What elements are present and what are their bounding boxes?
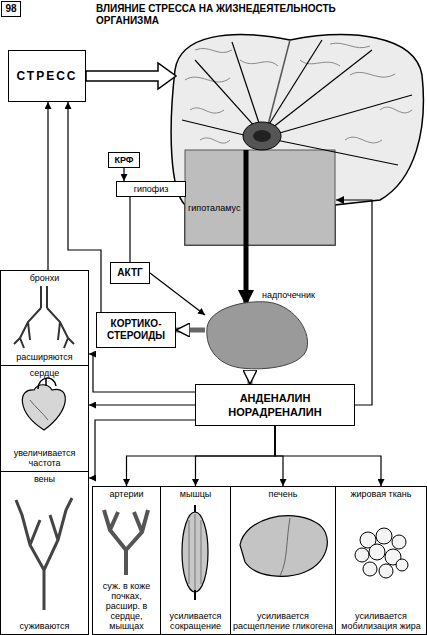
organ-name: артерии: [110, 489, 144, 499]
part-label: гипоталамус: [188, 203, 258, 213]
stress-arrow: [86, 63, 176, 89]
feedback-line: [336, 200, 372, 405]
organ-name: мышцы: [180, 489, 212, 499]
hormone-label: КОРТИКО- СТЕРОИДЫ: [97, 318, 175, 342]
hormone-label: АКТГ: [117, 267, 142, 279]
effect-text: суживаются: [20, 621, 70, 631]
liver-drawing: [240, 516, 327, 577]
connector: [248, 372, 253, 384]
connector: [89, 354, 195, 392]
diagram-title: ВЛИЯНИЕ СТРЕССА НА ЖИЗНЕДЕЯТЕЛЬНОСТЬ ОРГ…: [96, 3, 336, 27]
figure-number: 98: [1, 1, 21, 17]
organ-name: бронхи: [30, 273, 60, 283]
effect-text: усиливается мобилизация жира: [338, 611, 424, 631]
connector: [275, 426, 283, 486]
organ-name: вены: [34, 474, 55, 484]
muscle-drawing: [182, 505, 208, 600]
connector: [150, 273, 205, 315]
connector: [89, 404, 195, 405]
gland-outline: [207, 302, 308, 369]
connector: [129, 197, 130, 262]
adrenal-gland: надпочечник: [205, 290, 315, 372]
connector: [196, 426, 276, 486]
connector: [176, 328, 205, 333]
brain-drawing: [171, 35, 423, 306]
effect-text: усиливается сокращение: [163, 611, 228, 631]
fat-drawing: [355, 528, 408, 578]
connector: [123, 168, 124, 181]
organ-name: надпочечник: [262, 290, 315, 300]
heart-drawing: [22, 378, 65, 430]
effect-text: суж. в коже почках, расшир. в сердце, мы…: [95, 581, 158, 631]
arteries-drawing: [104, 510, 148, 575]
organ-name: печень: [269, 489, 298, 499]
organ-box: жировая ткань усиливается мобилизация жир…: [335, 486, 427, 635]
stress-label: СТРЕСС: [16, 69, 77, 83]
organ-box: сердце увеличивается частота: [0, 365, 89, 472]
connector: [275, 426, 381, 486]
hormone-box: АНДЕНАЛИН НОРАДРЕНАЛИН: [195, 384, 355, 426]
connector: [68, 102, 101, 312]
effect-text: увеличивается частота: [3, 448, 86, 468]
stress-box: СТРЕСС: [8, 50, 86, 102]
organ-box: мышцы усиливается сокращение: [160, 486, 231, 635]
hormone-box: КОРТИКО- СТЕРОИДЫ: [96, 312, 176, 348]
hormone-box: АКТГ: [110, 262, 150, 284]
hormone-box: КРФ: [108, 152, 140, 168]
hormone-label: АНДЕНАЛИН НОРАДРЕНАЛИН: [215, 391, 335, 419]
organ-box: печень усиливается расщепление гликогена: [230, 486, 336, 635]
effect-text: усиливается расщепление гликогена: [233, 611, 333, 631]
effect-text: расширяются: [16, 352, 72, 362]
veins-drawing: [16, 498, 72, 610]
pituitary-box: гипофиз: [116, 181, 186, 197]
gland-shape: [205, 290, 315, 372]
organ-box: вены суживаются: [0, 471, 89, 635]
connector: [47, 102, 48, 270]
organ-name: жировая ткань: [350, 489, 411, 499]
organ-name: сердце: [30, 368, 60, 378]
hormone-label: КРФ: [114, 155, 133, 165]
organ-name: гипофиз: [134, 184, 169, 194]
organ-box: бронхи расширяются: [0, 270, 89, 366]
bronchi-drawing: [14, 286, 74, 348]
connector: [89, 420, 195, 478]
organ-box: артерии суж. в коже почках, расшир. в сер…: [92, 486, 161, 635]
connector: [127, 426, 276, 486]
